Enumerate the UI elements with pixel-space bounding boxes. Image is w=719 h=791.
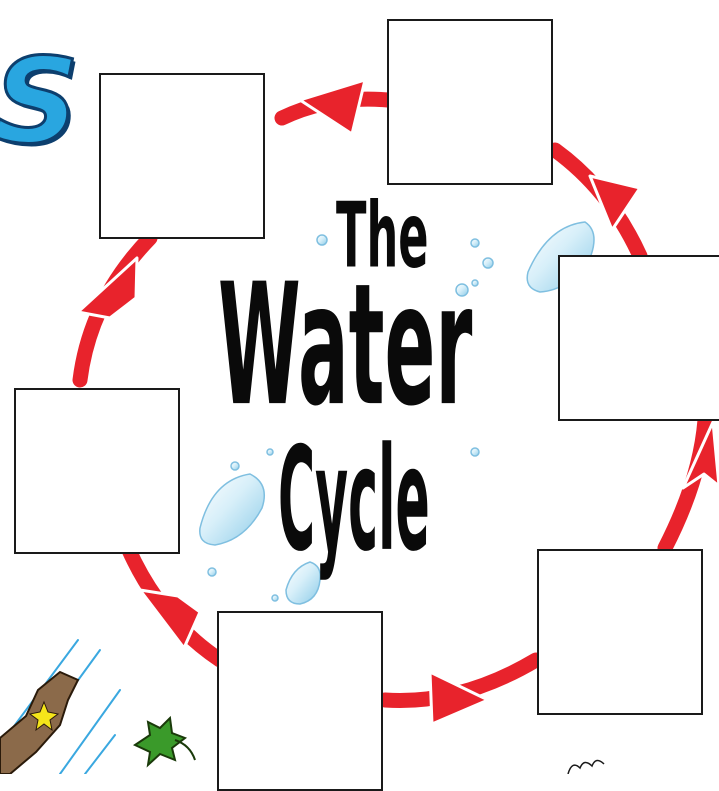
boot-icon [0,672,78,774]
water-drop-icon [267,449,273,455]
box-lower-right [537,549,703,715]
arrowhead-left [78,258,137,318]
water-cycle-diagram: S The Water Cycle [0,0,719,774]
water-drop-icon [200,474,264,545]
water-drop-icon [231,462,239,470]
leaf-icon [135,718,195,765]
box-right [558,255,719,421]
water-drop-icon [317,235,327,245]
water-drop-icon [208,568,216,576]
water-drop-icon [471,239,479,247]
water-drop-icon [472,280,478,286]
water-drop-icon [483,258,493,268]
title-water: Water [218,262,472,430]
corner-letter: S [0,42,79,160]
water-drop-icon [471,448,479,456]
arrowhead-upper-right [590,176,640,230]
box-upper-left [99,73,265,239]
water-drop-icon [272,595,278,601]
box-left [14,388,180,554]
box-bottom [217,611,383,791]
title-cycle: Cycle [278,428,430,571]
decorative-squiggle [568,760,604,774]
box-top [387,19,553,185]
arrowhead-upper-left [300,80,365,134]
